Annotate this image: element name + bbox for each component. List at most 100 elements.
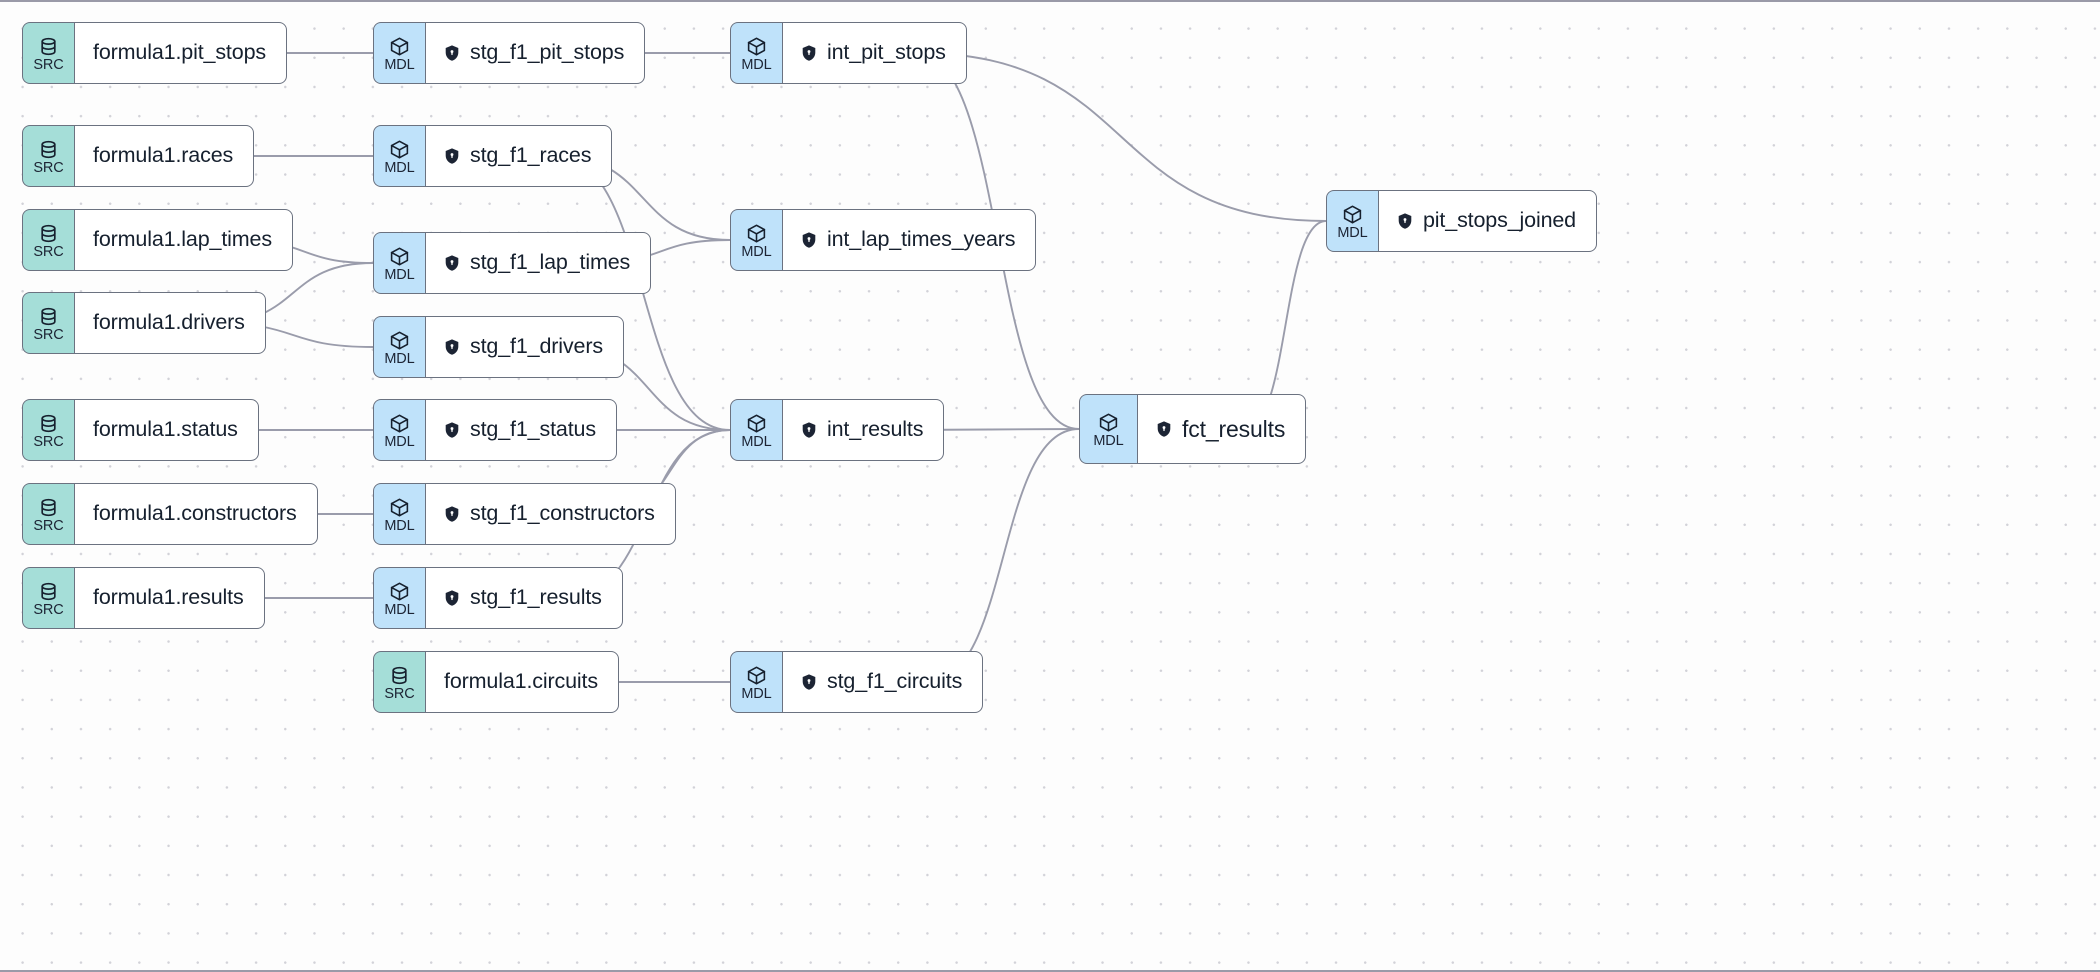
node-body[interactable]: stg_f1_races [425, 125, 613, 187]
database-icon [38, 580, 59, 602]
cube-icon [746, 222, 767, 244]
database-icon [38, 412, 59, 434]
node-type-badge-src: SRC [22, 125, 74, 187]
node-type-label: MDL [384, 602, 415, 619]
node-body[interactable]: pit_stops_joined [1378, 190, 1597, 252]
node-body[interactable]: formula1.drivers [74, 292, 266, 354]
node-label: pit_stops_joined [1423, 208, 1576, 233]
node-type-badge-mdl: MDL [730, 399, 782, 461]
node-type-label: MDL [1337, 225, 1368, 242]
lineage-node-int_pit_stops[interactable]: MDL int_pit_stops [730, 22, 967, 84]
node-label: int_lap_times_years [827, 227, 1016, 252]
node-body[interactable]: stg_f1_pit_stops [425, 22, 646, 84]
node-label: formula1.constructors [93, 501, 297, 526]
node-body[interactable]: stg_f1_status [425, 399, 617, 461]
lineage-node-stg_circuits[interactable]: MDL stg_f1_circuits [730, 651, 984, 713]
node-type-badge-src: SRC [22, 209, 74, 271]
node-label: formula1.circuits [444, 669, 598, 694]
node-body[interactable]: int_lap_times_years [782, 209, 1037, 271]
node-type-badge-mdl: MDL [373, 316, 425, 378]
node-type-label: MDL [741, 686, 772, 703]
node-body[interactable]: formula1.status [74, 399, 259, 461]
node-type-badge-mdl: MDL [373, 399, 425, 461]
node-body[interactable]: formula1.lap_times [74, 209, 293, 271]
node-type-badge-mdl: MDL [1326, 190, 1378, 252]
node-type-badge-mdl: MDL [730, 651, 782, 713]
node-type-badge-mdl: MDL [730, 209, 782, 271]
lineage-node-src_constructors[interactable]: SRC formula1.constructors [22, 483, 318, 545]
node-type-label: SRC [33, 244, 64, 261]
lineage-node-src_drivers[interactable]: SRC formula1.drivers [22, 292, 266, 354]
node-type-label: SRC [33, 160, 64, 177]
shield-lock-icon [443, 421, 461, 439]
lineage-node-stg_constructors[interactable]: MDL stg_f1_constructors [373, 483, 676, 545]
cube-icon [389, 580, 410, 602]
node-type-label: MDL [384, 160, 415, 177]
database-icon [38, 222, 59, 244]
lineage-node-fct_results[interactable]: MDL fct_results [1079, 394, 1307, 464]
lineage-node-src_circuits[interactable]: SRC formula1.circuits [373, 651, 619, 713]
node-label: stg_f1_lap_times [470, 250, 631, 275]
node-body[interactable]: stg_f1_constructors [425, 483, 676, 545]
node-body[interactable]: fct_results [1137, 394, 1307, 464]
node-body[interactable]: stg_f1_drivers [425, 316, 624, 378]
shield-lock-icon [1396, 212, 1414, 230]
lineage-node-src_pit_stops[interactable]: SRC formula1.pit_stops [22, 22, 287, 84]
node-label: formula1.pit_stops [93, 40, 266, 65]
node-body[interactable]: int_results [782, 399, 945, 461]
node-label: stg_f1_constructors [470, 501, 655, 526]
node-type-badge-mdl: MDL [373, 125, 425, 187]
database-icon [38, 305, 59, 327]
lineage-node-stg_lap_times[interactable]: MDL stg_f1_lap_times [373, 232, 652, 294]
node-body[interactable]: stg_f1_results [425, 567, 623, 629]
shield-lock-icon [800, 231, 818, 249]
lineage-node-src_results[interactable]: SRC formula1.results [22, 567, 265, 629]
node-body[interactable]: formula1.circuits [425, 651, 619, 713]
node-type-badge-src: SRC [22, 292, 74, 354]
node-type-badge-src: SRC [373, 651, 425, 713]
node-label: formula1.results [93, 585, 244, 610]
cube-icon [389, 35, 410, 57]
lineage-node-stg_drivers[interactable]: MDL stg_f1_drivers [373, 316, 624, 378]
lineage-node-stg_status[interactable]: MDL stg_f1_status [373, 399, 617, 461]
cube-icon [389, 245, 410, 267]
lineage-node-src_status[interactable]: SRC formula1.status [22, 399, 259, 461]
node-type-label: SRC [33, 327, 64, 344]
node-type-label: SRC [33, 57, 64, 74]
lineage-node-stg_races[interactable]: MDL stg_f1_races [373, 125, 613, 187]
node-type-badge-src: SRC [22, 483, 74, 545]
node-label: formula1.status [93, 417, 238, 442]
lineage-node-stg_results[interactable]: MDL stg_f1_results [373, 567, 623, 629]
node-body[interactable]: formula1.constructors [74, 483, 318, 545]
node-body[interactable]: stg_f1_lap_times [425, 232, 652, 294]
lineage-node-src_races[interactable]: SRC formula1.races [22, 125, 255, 187]
node-type-label: MDL [384, 267, 415, 284]
lineage-node-int_lap_times[interactable]: MDL int_lap_times_years [730, 209, 1037, 271]
node-type-badge-src: SRC [22, 567, 74, 629]
cube-icon [389, 138, 410, 160]
lineage-node-pit_stops_joined[interactable]: MDL pit_stops_joined [1326, 190, 1597, 252]
node-type-badge-mdl: MDL [373, 232, 425, 294]
node-body[interactable]: stg_f1_circuits [782, 651, 984, 713]
node-label: stg_f1_results [470, 585, 602, 610]
cube-icon [746, 664, 767, 686]
node-type-label: SRC [33, 602, 64, 619]
node-type-label: MDL [741, 434, 772, 451]
node-label: int_pit_stops [827, 40, 946, 65]
lineage-node-src_lap_times[interactable]: SRC formula1.lap_times [22, 209, 293, 271]
node-type-label: MDL [384, 57, 415, 74]
lineage-node-int_results[interactable]: MDL int_results [730, 399, 945, 461]
node-body[interactable]: formula1.pit_stops [74, 22, 287, 84]
shield-lock-icon [1155, 420, 1173, 438]
node-type-label: MDL [741, 57, 772, 74]
lineage-edge-stg_circuits-to-fct_results [927, 428, 1080, 683]
lineage-node-stg_pit_stops[interactable]: MDL stg_f1_pit_stops [373, 22, 646, 84]
shield-lock-icon [443, 338, 461, 356]
shield-lock-icon [443, 589, 461, 607]
node-body[interactable]: formula1.results [74, 567, 265, 629]
node-body[interactable]: formula1.races [74, 125, 255, 187]
shield-lock-icon [443, 254, 461, 272]
cube-icon [389, 412, 410, 434]
node-body[interactable]: int_pit_stops [782, 22, 967, 84]
